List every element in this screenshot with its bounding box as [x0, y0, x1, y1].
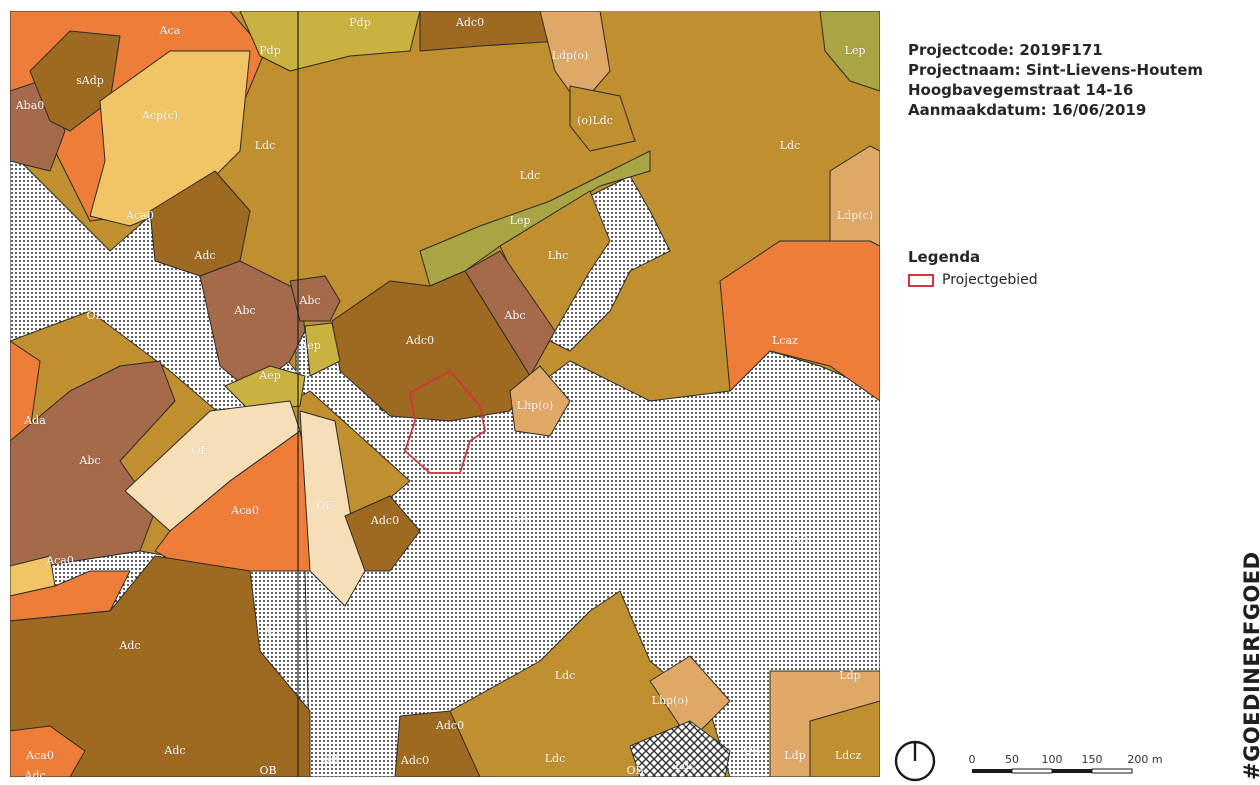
- zone-label: Aca0: [45, 554, 74, 567]
- zone-label: Ldc: [255, 139, 276, 152]
- zone-label: Ldp(o): [552, 49, 589, 62]
- zone-label: OE: [191, 444, 208, 457]
- zone-label: Pdp: [259, 44, 280, 57]
- zone-lhp-o-bottom: [649, 655, 731, 742]
- zone-label: Lhp(o): [652, 694, 689, 707]
- zone-label: Aca0: [230, 504, 259, 517]
- scale-segment: [1011, 768, 1053, 774]
- zone-ldcz: [809, 700, 880, 777]
- zone-label: Adc0: [400, 754, 429, 767]
- scale-tick-150: 150: [1082, 753, 1103, 766]
- zone-label: Aca0: [25, 749, 54, 762]
- zone-aca0-left: [10, 570, 131, 622]
- zone-label: Adc0: [455, 16, 484, 29]
- zone-label: Aca: [159, 24, 181, 37]
- scale-tick-50: 50: [1005, 753, 1019, 766]
- legend-item-projectgebied: Projectgebied: [908, 272, 1038, 288]
- project-name: Projectnaam: Sint-Lievens-Houtem: [908, 61, 1204, 79]
- project-info: Projectcode: 2019F171 Projectnaam: Sint-…: [908, 40, 1248, 120]
- zone-label: Adc: [23, 769, 45, 777]
- zone-label: sAdp: [76, 74, 104, 87]
- project-address: Hoogbavegemstraat 14-16: [908, 81, 1134, 99]
- project-date: Aanmaakdatum: 16/06/2019: [908, 101, 1147, 119]
- zone-label: OE: [316, 499, 333, 512]
- scale-segment: [1091, 768, 1133, 774]
- project-code: Projectcode: 2019F171: [908, 41, 1103, 59]
- zone-aca0-bottom: [10, 725, 86, 777]
- zone-label: Abc: [503, 309, 525, 322]
- zone-lcaz: [719, 240, 880, 402]
- zone-label: Adc: [163, 744, 185, 757]
- zone-label: Lhp(o): [517, 399, 554, 412]
- zone-label: Aep: [298, 339, 321, 352]
- zone-ldc-bottom: [449, 590, 731, 777]
- zone-label: Ldc: [545, 752, 566, 765]
- zone-label: Lep: [510, 214, 531, 227]
- zone-label: (o)Ldc: [577, 114, 613, 127]
- legend: Legenda Projectgebied: [908, 248, 1038, 288]
- zone-adc0-top: [419, 11, 571, 52]
- scale-tick-0: 0: [969, 753, 976, 766]
- zone-label: Ada: [23, 414, 46, 427]
- zone-label: Abc: [78, 454, 100, 467]
- legend-item-label: Projectgebied: [942, 272, 1038, 288]
- zone-label: Aep: [258, 369, 281, 382]
- scale-bar: 0 50 100 150 200 m: [969, 753, 1163, 774]
- zone-hatch: [629, 720, 731, 777]
- zone-label: Lep: [845, 44, 866, 57]
- zone-label: Adc0: [435, 719, 464, 732]
- project-area-outline: [404, 370, 486, 474]
- zone-label: Adc0: [370, 514, 399, 527]
- zone-label: OB: [791, 534, 808, 547]
- zone-label: OB: [511, 514, 528, 527]
- zone-label: OB: [259, 764, 276, 777]
- zone-o-ldc: [569, 85, 636, 152]
- zone-label: Adc0: [405, 334, 434, 347]
- zone-label: OB: [321, 752, 338, 765]
- scale-segment: [1052, 769, 1092, 773]
- zone-label: Abc: [298, 294, 320, 307]
- zone-label: OB: [266, 624, 283, 637]
- projectgebied-swatch: [908, 273, 934, 287]
- zone-label: Abc: [233, 304, 255, 317]
- zone-label: Adc: [193, 249, 215, 262]
- zone-aep-1: [304, 322, 341, 377]
- zone-label: OB: [743, 744, 760, 757]
- zone-label: Ldp: [839, 669, 860, 682]
- zone-ldp-o: [539, 11, 611, 107]
- brand-hashtag: #GOEDINERFGOED: [1240, 551, 1260, 780]
- zone-label: Ldc: [520, 169, 541, 182]
- zone-label: Ldcz: [835, 749, 862, 762]
- north-arrow-icon: [894, 740, 936, 782]
- zone-label: Adc: [118, 639, 140, 652]
- zone-label: OB: [86, 309, 103, 322]
- zone-label: Pdp: [349, 16, 370, 29]
- zone-label: Ldc: [555, 669, 576, 682]
- zone-adc0-small: [344, 495, 421, 572]
- zone-label: Ldp(c): [837, 209, 873, 222]
- zone-label: Ldc: [780, 139, 801, 152]
- legend-title: Legenda: [908, 248, 981, 266]
- scale-segment: [972, 769, 1012, 773]
- zone-pdp: [239, 11, 421, 72]
- zone-label: Acp(c): [141, 109, 178, 122]
- scale-tick-100: 100: [1042, 753, 1063, 766]
- zone-label: Aba0: [15, 99, 45, 112]
- zone-label: OB: [626, 764, 643, 777]
- zone-label: Aca0: [125, 209, 154, 222]
- scale-tick-200: 200 m: [1127, 753, 1162, 766]
- zone-label: Ldc: [675, 759, 696, 772]
- zone-abc-lowerleft: [10, 360, 176, 572]
- zone-label: Lhc: [548, 249, 569, 262]
- zone-lhp-o: [509, 365, 571, 437]
- zone-adc-bottomleft: [10, 555, 311, 777]
- zone-label: Lcaz: [772, 334, 798, 347]
- zone-lep-topright: [819, 11, 880, 92]
- zone-label: Ldp: [784, 749, 805, 762]
